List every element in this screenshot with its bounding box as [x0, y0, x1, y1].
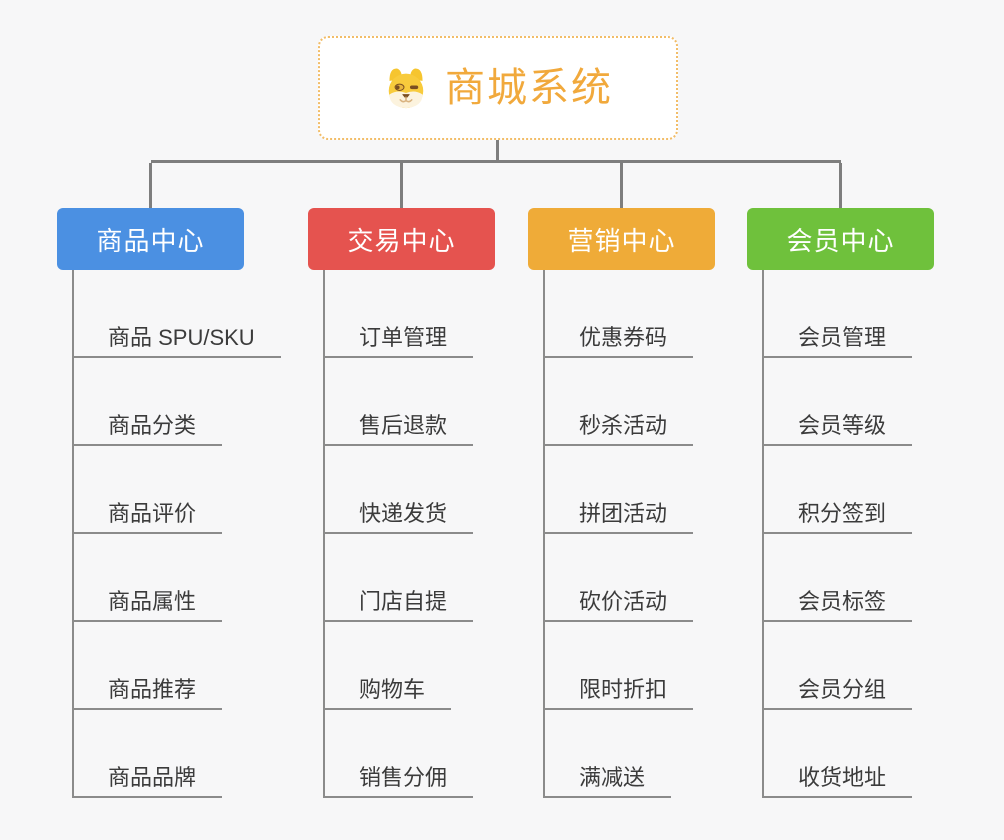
child-topic-node[interactable]: 门店自提 [325, 534, 474, 622]
child-topic-label: 快递发货 [325, 501, 474, 534]
child-topic-label: 门店自提 [325, 589, 474, 622]
root-topic-title: 商城系统 [445, 66, 613, 110]
child-topic-node[interactable]: 满减送 [545, 710, 693, 798]
child-topic-node[interactable]: 商品属性 [74, 534, 281, 622]
branch-drop-line-0 [149, 163, 152, 208]
child-topic-node[interactable]: 收货地址 [764, 710, 913, 798]
child-topic-node[interactable]: 商品分类 [74, 358, 281, 446]
branch-node-0[interactable]: 商品中心 [57, 208, 244, 270]
child-topic-label: 满减送 [545, 765, 672, 798]
child-topic-label: 商品品牌 [74, 765, 223, 798]
child-topic-label: 订单管理 [325, 325, 474, 358]
child-topic-node[interactable]: 砍价活动 [545, 534, 694, 622]
branch-label: 商品中心 [96, 225, 205, 256]
child-topic-node[interactable]: 会员等级 [764, 358, 913, 446]
child-topic-label: 积分签到 [764, 501, 913, 534]
branch-node-2[interactable]: 营销中心 [528, 208, 715, 270]
child-topic-label: 会员分组 [764, 677, 913, 710]
child-topic-label: 拼团活动 [545, 501, 694, 534]
child-topic-node[interactable]: 会员分组 [764, 622, 913, 710]
child-topic-label: 商品评价 [74, 501, 223, 534]
branch-children-3: 会员管理会员等级积分签到会员标签会员分组收货地址 [762, 270, 913, 798]
child-topic-node[interactable]: 拼团活动 [545, 446, 694, 534]
branch-label: 交易中心 [347, 225, 456, 256]
child-topic-node[interactable]: 商品推荐 [74, 622, 281, 710]
branch-node-3[interactable]: 会员中心 [747, 208, 934, 270]
child-topic-label: 秒杀活动 [545, 413, 694, 446]
branch-label: 营销中心 [567, 225, 676, 256]
child-topic-label: 销售分佣 [325, 765, 474, 798]
root-connector-stub [495, 140, 499, 160]
child-topic-node[interactable]: 限时折扣 [545, 622, 694, 710]
branch-drop-line-2 [620, 163, 623, 208]
child-topic-label: 砍价活动 [545, 589, 694, 622]
child-topic-label: 购物车 [325, 677, 452, 710]
child-topic-label: 限时折扣 [545, 677, 694, 710]
branch-children-2: 优惠券码秒杀活动拼团活动砍价活动限时折扣满减送 [543, 270, 694, 798]
branch-drop-line-3 [839, 163, 842, 208]
doge-icon [388, 68, 424, 109]
root-topic-node[interactable]: 商城系统 [318, 36, 678, 140]
child-topic-node[interactable]: 商品 SPU/SKU [74, 270, 281, 358]
child-topic-label: 商品分类 [74, 413, 223, 446]
branch-label: 会员中心 [786, 225, 895, 256]
child-topic-node[interactable]: 快递发货 [325, 446, 474, 534]
child-topic-node[interactable]: 秒杀活动 [545, 358, 694, 446]
child-topic-node[interactable]: 订单管理 [325, 270, 474, 358]
branch-drop-line-1 [400, 163, 403, 208]
child-topic-label: 商品 SPU/SKU [74, 325, 281, 358]
branch-children-1: 订单管理售后退款快递发货门店自提购物车销售分佣 [323, 270, 474, 798]
child-topic-node[interactable]: 购物车 [325, 622, 473, 710]
child-topic-node[interactable]: 会员管理 [764, 270, 913, 358]
child-topic-node[interactable]: 优惠券码 [545, 270, 694, 358]
child-topic-node[interactable]: 商品品牌 [74, 710, 281, 798]
child-topic-label: 会员等级 [764, 413, 913, 446]
child-topic-node[interactable]: 商品评价 [74, 446, 281, 534]
child-topic-label: 商品推荐 [74, 677, 223, 710]
child-topic-label: 会员管理 [764, 325, 913, 358]
connector-bus [150, 160, 841, 163]
branch-node-1[interactable]: 交易中心 [308, 208, 495, 270]
child-topic-label: 会员标签 [764, 589, 913, 622]
branch-children-0: 商品 SPU/SKU 商品分类商品评价商品属性商品推荐商品品牌 [72, 270, 281, 798]
child-topic-label: 商品属性 [74, 589, 223, 622]
child-topic-node[interactable]: 会员标签 [764, 534, 913, 622]
child-topic-node[interactable]: 售后退款 [325, 358, 474, 446]
child-topic-node[interactable]: 积分签到 [764, 446, 913, 534]
child-topic-label: 收货地址 [764, 765, 913, 798]
child-topic-label: 优惠券码 [545, 325, 694, 358]
child-topic-node[interactable]: 销售分佣 [325, 710, 474, 798]
child-topic-label: 售后退款 [325, 413, 474, 446]
